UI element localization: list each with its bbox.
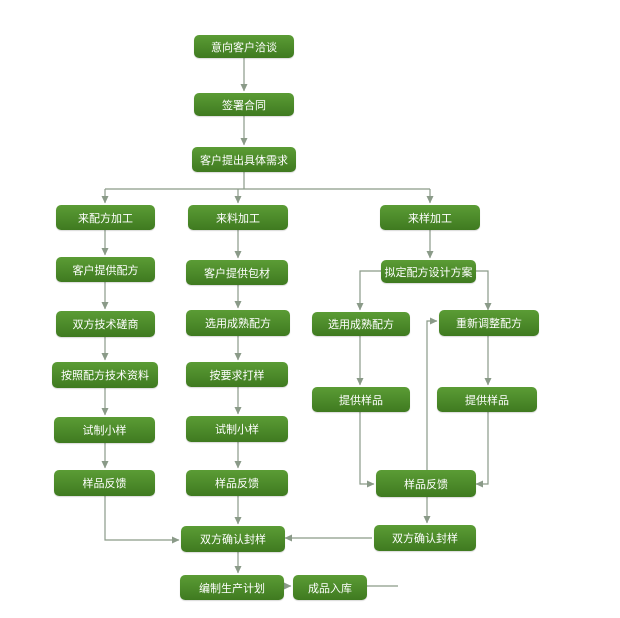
connector [356,270,381,311]
connector [475,412,489,488]
node-feedback-2: 样品反馈 [186,470,288,496]
node-trial-2: 试制小样 [186,416,288,442]
connector [476,270,492,311]
node-production-plan: 编制生产计划 [180,575,284,600]
node-material-processing: 来料加工 [188,205,288,230]
node-warehousing: 成品入库 [293,575,367,600]
node-intent: 意向客户洽谈 [194,35,294,58]
node-feedback-1: 样品反馈 [54,470,155,496]
node-customer-packaging: 客户提供包材 [186,260,288,285]
node-draft-design: 拟定配方设计方案 [381,260,476,283]
node-sample-processing: 来样加工 [380,205,480,230]
node-provide-sample-1: 提供样品 [312,387,410,412]
connector [359,412,375,488]
node-feedback-3: 样品反馈 [376,470,476,497]
node-formula-tech-data: 按照配方技术资料 [52,362,158,388]
node-confirm-seal-1: 双方确认封样 [181,526,285,552]
node-sign: 签署合同 [194,93,294,116]
node-formula-processing: 来配方加工 [56,205,155,230]
node-trial-1: 试制小样 [54,417,155,443]
node-customer-formula: 客户提供配方 [56,257,155,282]
node-choose-mature-1: 选用成熟配方 [186,310,290,336]
node-choose-mature-2: 选用成熟配方 [312,312,410,336]
node-provide-sample-2: 提供样品 [437,387,537,412]
node-tech-discussion: 双方技术磋商 [56,311,155,337]
node-readjust: 重新调整配方 [439,310,539,336]
connector [426,317,438,470]
node-requirement: 客户提出具体需求 [192,147,296,172]
node-confirm-seal-2: 双方确认封样 [374,525,476,551]
connector [104,496,180,544]
node-by-requirement: 按要求打样 [186,362,288,387]
